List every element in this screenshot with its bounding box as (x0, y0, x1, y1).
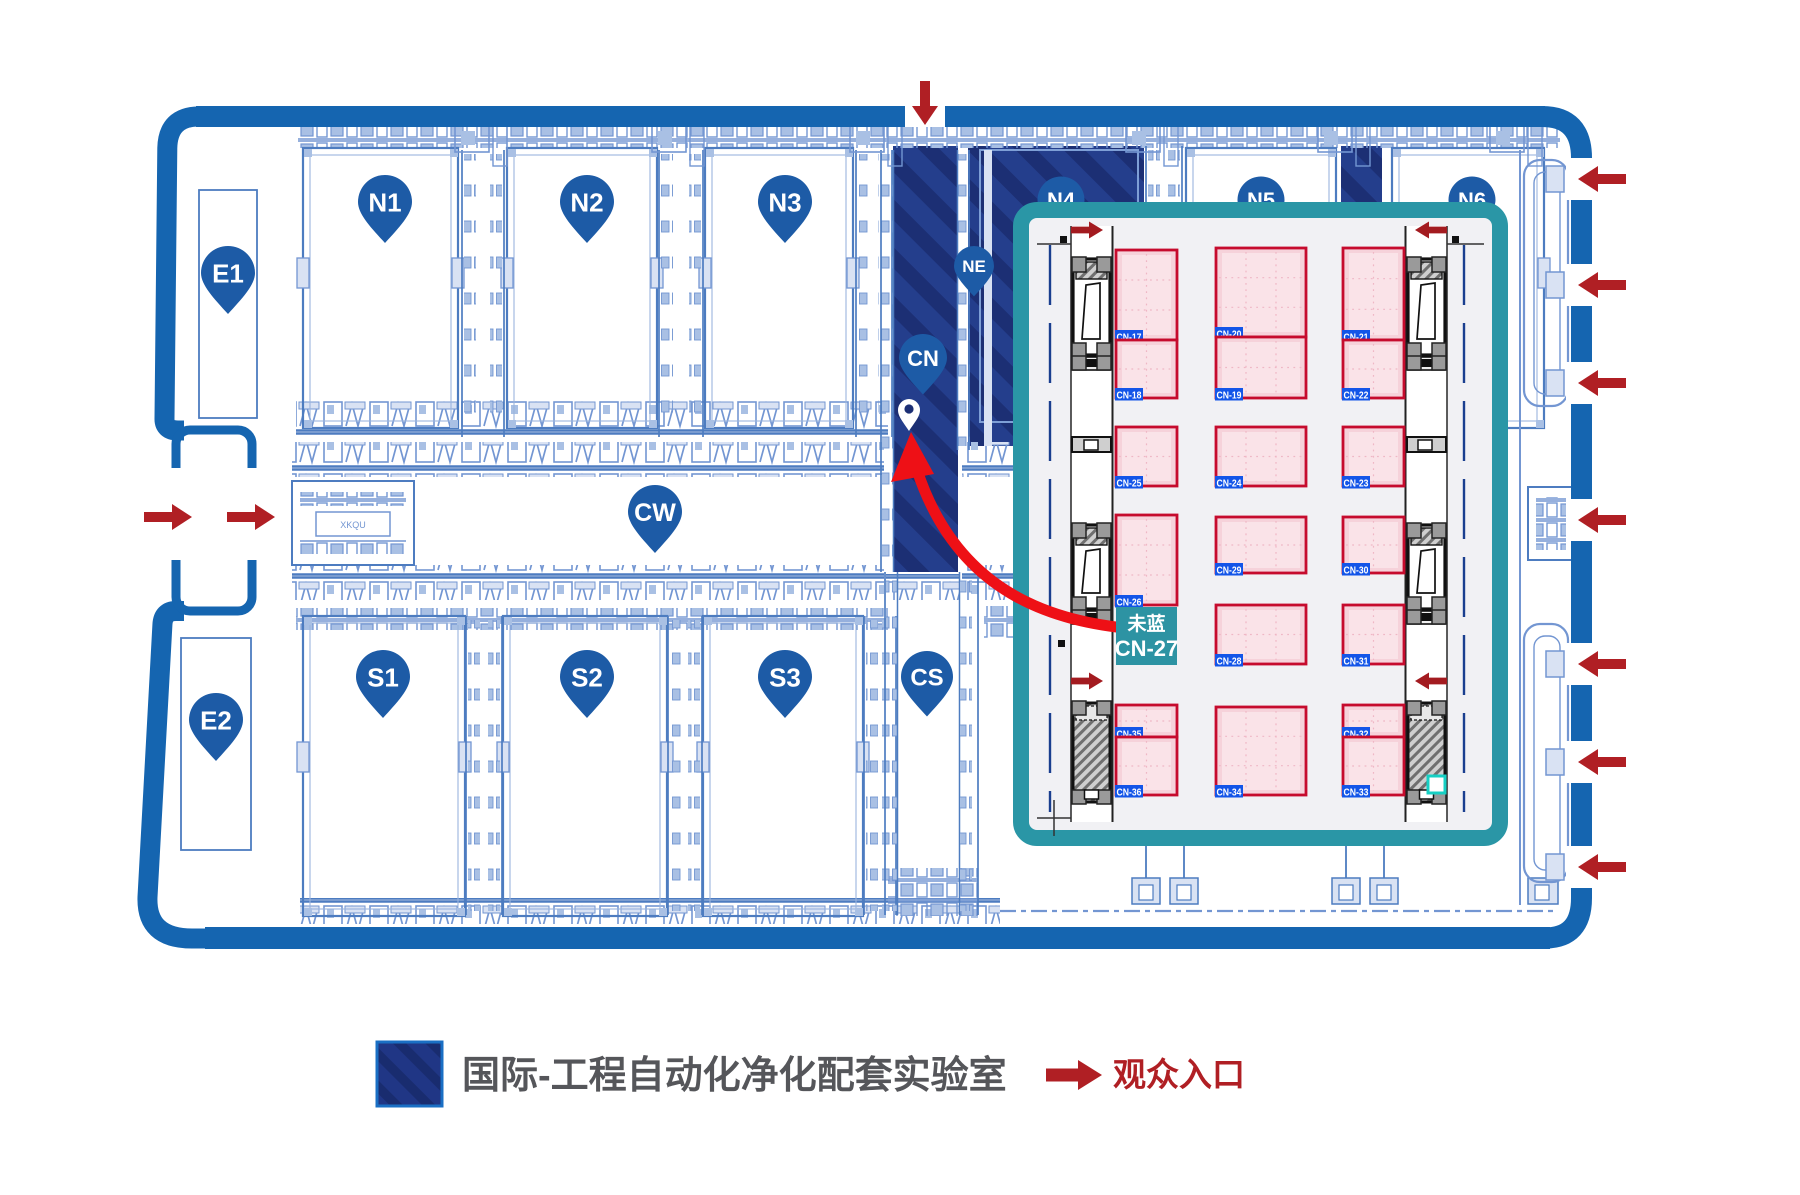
svg-text:CN-24: CN-24 (1217, 478, 1242, 489)
svg-text:CN-18: CN-18 (1117, 390, 1142, 401)
svg-text:CN-22: CN-22 (1344, 390, 1369, 401)
svg-text:CN: CN (907, 346, 939, 371)
svg-text:CN-23: CN-23 (1344, 478, 1369, 489)
svg-text:CN-20: CN-20 (1217, 329, 1242, 340)
svg-text:国际-工程自动化净化配套实验室: 国际-工程自动化净化配套实验室 (462, 1054, 1007, 1097)
svg-text:N3: N3 (768, 187, 801, 217)
svg-text:观众入口: 观众入口 (1113, 1056, 1245, 1093)
svg-text:CN-33: CN-33 (1344, 787, 1369, 798)
svg-text:CN-28: CN-28 (1217, 656, 1242, 667)
svg-text:S2: S2 (571, 662, 603, 692)
svg-text:E2: E2 (200, 705, 232, 735)
svg-text:XKQU: XKQU (340, 520, 366, 530)
svg-text:E1: E1 (212, 258, 244, 288)
svg-text:CN-35: CN-35 (1117, 729, 1142, 740)
svg-text:CN-30: CN-30 (1344, 565, 1369, 576)
svg-text:CN-29: CN-29 (1217, 565, 1242, 576)
svg-text:未蓝: 未蓝 (1126, 612, 1165, 635)
svg-text:S3: S3 (769, 662, 801, 692)
svg-text:CW: CW (634, 499, 676, 527)
svg-text:CS: CS (910, 665, 943, 692)
svg-text:S1: S1 (367, 662, 399, 692)
svg-text:N1: N1 (368, 187, 401, 217)
svg-text:CN-27: CN-27 (1115, 636, 1179, 661)
svg-text:CN-34: CN-34 (1217, 787, 1242, 798)
svg-text:CN-36: CN-36 (1117, 787, 1142, 798)
svg-text:CN-19: CN-19 (1217, 390, 1242, 401)
svg-text:N2: N2 (570, 187, 603, 217)
svg-text:CN-31: CN-31 (1344, 656, 1369, 667)
svg-text:CN-32: CN-32 (1344, 729, 1369, 740)
svg-text:CN-26: CN-26 (1117, 597, 1142, 608)
svg-text:CN-25: CN-25 (1117, 478, 1142, 489)
svg-text:CN-21: CN-21 (1344, 332, 1369, 343)
svg-text:CN-17: CN-17 (1117, 332, 1142, 343)
svg-text:NE: NE (962, 257, 986, 276)
